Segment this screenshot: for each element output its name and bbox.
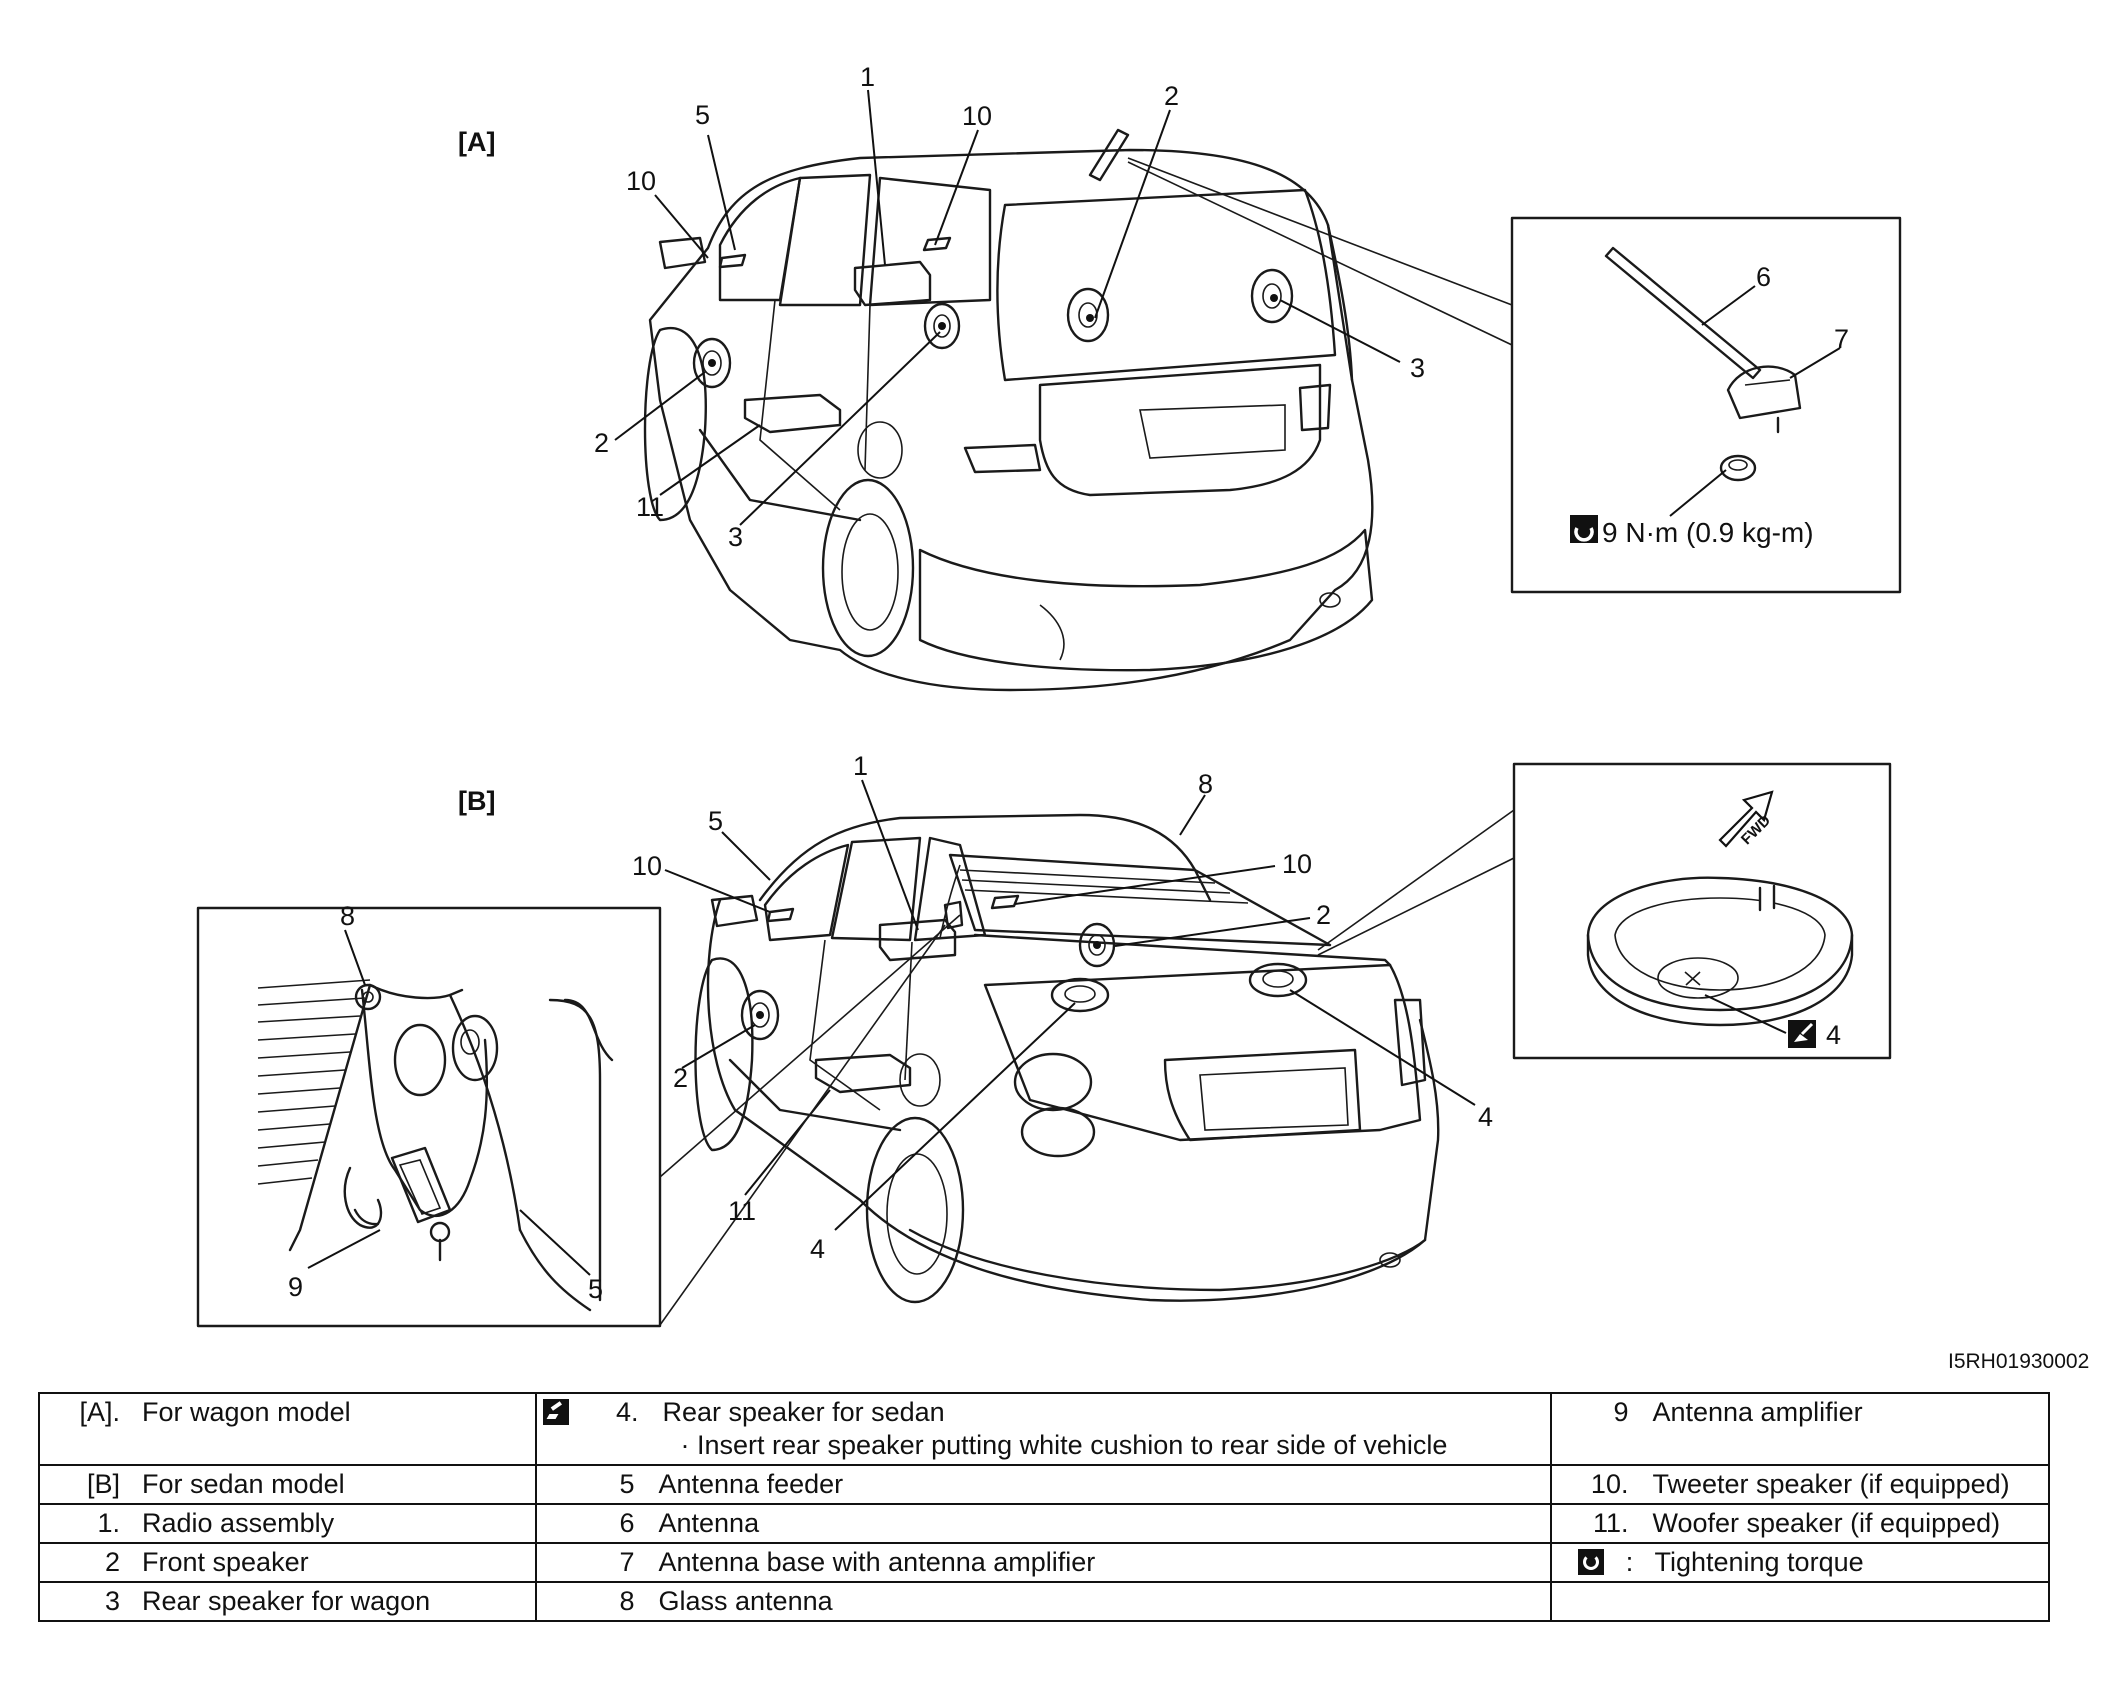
detail-callout-8: 8	[340, 901, 355, 931]
torque-wrench-icon	[1570, 515, 1598, 543]
front-speaker-wagon	[692, 337, 732, 389]
clean-install-icon	[1788, 1020, 1816, 1048]
legend-row: [A].For wagon model 4.Rear speaker for s…	[38, 1392, 2050, 1466]
antenna-nut	[1719, 454, 1757, 482]
torque-value: 9 N·m (0.9 kg-m)	[1602, 517, 1814, 548]
callout-b-8: 8	[1198, 769, 1213, 799]
front-speaker-sedan	[740, 989, 780, 1041]
section-b-label: [B]	[458, 786, 495, 816]
rear-speaker-glass-right	[1250, 268, 1294, 324]
antenna-detail-inset: 6 7 9 N·m (0.9 kg-m)	[1510, 216, 1902, 594]
figure-code: I5RH01930002	[1948, 1350, 2089, 1373]
callout-a-2-front: 2	[594, 428, 609, 458]
legend-cell-1: 1.Radio assembly	[38, 1503, 537, 1544]
rear-speaker-left-wagon	[923, 302, 961, 350]
callout-a-11: 11	[636, 492, 664, 522]
legend-cell-11: 11.Woofer speaker (if equipped)	[1550, 1503, 2050, 1544]
antenna-base	[1726, 365, 1802, 434]
callout-a-3-right: 3	[1410, 353, 1425, 383]
legend-cell-b: [B]For sedan model	[38, 1464, 537, 1505]
callout-b-10-left: 10	[632, 851, 662, 881]
legend-cell-torque: :Tightening torque	[1550, 1542, 2050, 1583]
callout-a-6: 6	[1756, 262, 1771, 292]
callout-b-4-right: 4	[1478, 1102, 1493, 1132]
legend-table: [A].For wagon model 4.Rear speaker for s…	[38, 1392, 2050, 1622]
callout-b-4-bottom: 4	[810, 1234, 825, 1264]
callout-a-2-top: 2	[1164, 81, 1179, 111]
callout-a-10-left: 10	[626, 166, 656, 196]
callout-b-4-inset: 4	[1826, 1020, 1841, 1050]
callout-b-10-right: 10	[1282, 849, 1312, 879]
clean-install-icon	[542, 1399, 569, 1425]
detail-callout-9: 9	[288, 1272, 303, 1302]
legend-cell-4: 4.Rear speaker for sedan · Insert rear s…	[534, 1392, 1553, 1466]
callout-a-10-top: 10	[962, 101, 992, 131]
sedan-car-drawing	[694, 813, 1440, 1304]
wagon-car-drawing	[643, 128, 1374, 692]
wagon-leader-lines	[614, 89, 1513, 526]
callout-a-7: 7	[1834, 324, 1849, 354]
callout-a-5: 5	[695, 100, 710, 130]
rear-speaker-sedan-left	[1050, 977, 1110, 1013]
callout-b-1: 1	[853, 751, 868, 781]
glass-antenna-lines	[257, 979, 371, 1185]
section-a-label: [A]	[458, 127, 495, 157]
antenna-rod	[1604, 246, 1762, 380]
callout-a-1: 1	[860, 62, 875, 92]
callout-a-3-left: 3	[728, 522, 743, 552]
antenna-amplifier	[390, 1146, 452, 1262]
callout-b-2-front: 2	[673, 1063, 688, 1093]
legend-cell-a: [A].For wagon model	[38, 1392, 537, 1466]
front-speaker-sedan-rear-door	[1078, 922, 1116, 968]
rear-speaker-cushion	[1586, 876, 1854, 1027]
rear-speaker-detail-inset: FWD 4	[1512, 762, 1892, 1060]
legend-cell-10: 10.Tweeter speaker (if equipped)	[1550, 1464, 2050, 1505]
sedan-leader-lines	[659, 779, 1515, 1326]
detail-callout-5: 5	[588, 1274, 603, 1304]
callout-b-5: 5	[708, 806, 723, 836]
rear-speaker-sedan-right	[1248, 962, 1308, 998]
legend-note-4: · Insert rear speaker putting white cush…	[680, 1430, 1448, 1460]
legend-cell-empty	[1550, 1581, 2050, 1622]
callout-b-2-rear: 2	[1316, 900, 1331, 930]
torque-wrench-icon	[1578, 1549, 1605, 1575]
fwd-arrow-icon: FWD	[1718, 790, 1774, 848]
callout-b-11: 11	[728, 1196, 756, 1226]
antenna-feeder-detail-inset: 8 9 5	[196, 901, 662, 1328]
